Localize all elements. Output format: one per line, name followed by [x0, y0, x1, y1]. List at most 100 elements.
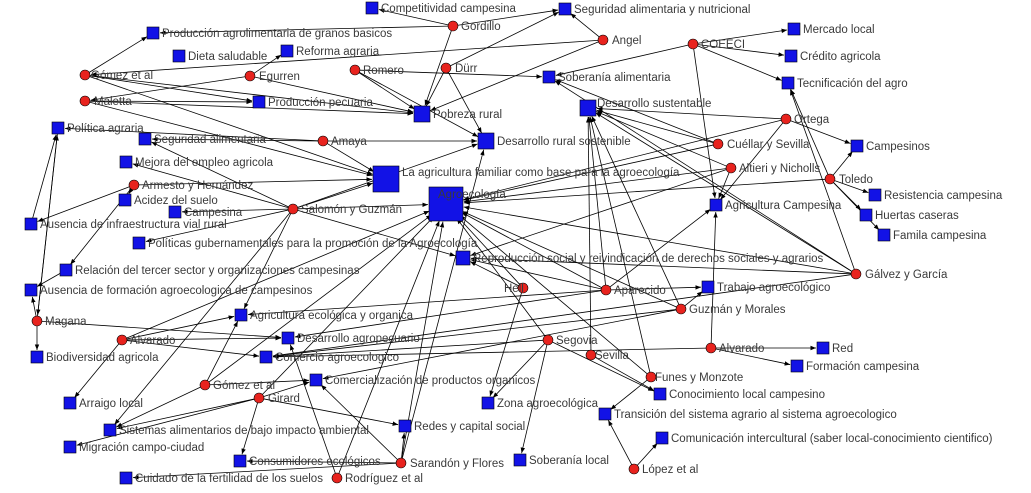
topic-node-biodiversidad[interactable]: [30, 350, 44, 364]
topic-node-tecnificacion[interactable]: [781, 76, 795, 90]
topic-node-mercado[interactable]: [787, 22, 801, 36]
author-node-galvez[interactable]: [850, 268, 862, 280]
topic-node-pobreza[interactable]: [413, 105, 431, 123]
edge-gomez2-to-agricultura_eco: [206, 321, 239, 381]
topic-node-soberania_local[interactable]: [513, 453, 527, 467]
topic-node-reproduccion[interactable]: [455, 250, 471, 266]
author-node-armesto[interactable]: [128, 179, 140, 191]
topic-node-arraigo[interactable]: [63, 396, 77, 410]
topic-node-produccion_granos[interactable]: [146, 26, 160, 40]
author-node-alvarado1[interactable]: [116, 334, 128, 346]
author-node-gomez1[interactable]: [79, 69, 91, 81]
author-node-egurren[interactable]: [244, 70, 256, 82]
topic-node-campesina[interactable]: [168, 205, 182, 219]
author-node-sarandon[interactable]: [395, 457, 407, 469]
author-node-toledo[interactable]: [824, 173, 836, 185]
author-node-cuellar[interactable]: [712, 138, 724, 150]
author-node-girard[interactable]: [253, 392, 265, 404]
topic-node-transicion[interactable]: [598, 407, 612, 421]
author-label-ortega: Ortega: [794, 114, 830, 126]
edge-galvez-to-comercio: [272, 274, 852, 358]
author-node-durr[interactable]: [440, 62, 452, 74]
topic-node-reforma[interactable]: [280, 44, 294, 58]
topic-node-agricultura_camp[interactable]: [709, 198, 723, 212]
topic-node-familia[interactable]: [877, 228, 891, 242]
topic-node-dieta[interactable]: [172, 49, 186, 63]
author-label-gomez1: Gómez et al: [91, 70, 153, 82]
topic-node-agricultura_eco[interactable]: [234, 308, 248, 322]
author-node-hell[interactable]: [517, 282, 529, 294]
edge-aparecido-to-agroecologia: [461, 212, 602, 288]
edge-amaya-to-seguridad_ali: [151, 136, 319, 142]
author-node-angel[interactable]: [597, 34, 609, 46]
topic-label-familia: Famila campesina: [893, 230, 987, 242]
topic-node-redes[interactable]: [398, 419, 412, 433]
edge-armesto-to-acidez: [128, 188, 134, 195]
author-node-altieri[interactable]: [725, 162, 737, 174]
edge-gomez2-to-sistemas: [116, 386, 201, 428]
topic-node-campesinos[interactable]: [850, 139, 864, 153]
topic-node-comercio[interactable]: [259, 350, 273, 364]
author-node-funes[interactable]: [645, 371, 657, 383]
topic-node-seguridad_nut[interactable]: [558, 2, 572, 16]
author-node-lopez[interactable]: [628, 463, 640, 475]
topic-node-trabajo[interactable]: [701, 280, 715, 294]
topic-node-conocimiento[interactable]: [653, 387, 667, 401]
edge-aparecido-to-agricultura_eco: [247, 289, 602, 317]
edge-alvarado1-to-arraigo: [74, 343, 120, 398]
topic-node-desarrollo_sus[interactable]: [579, 99, 597, 117]
topic-node-acidez[interactable]: [118, 193, 132, 207]
topic-node-red[interactable]: [816, 341, 830, 355]
author-node-maletta[interactable]: [79, 95, 91, 107]
topic-node-cuidado[interactable]: [119, 471, 133, 485]
topic-node-produccion_pec[interactable]: [252, 95, 266, 109]
topic-node-mejora_empleo[interactable]: [119, 155, 133, 169]
topic-node-huertas[interactable]: [859, 208, 873, 222]
edge-gordillo-to-seguridad_nut: [457, 8, 559, 26]
author-label-maletta: Maletta: [94, 96, 132, 108]
topic-node-desarrollo_agro[interactable]: [281, 331, 295, 345]
author-node-segovia[interactable]: [542, 334, 554, 346]
author-node-romero[interactable]: [349, 64, 361, 76]
topic-node-consumidores[interactable]: [233, 454, 247, 468]
author-node-ortega[interactable]: [780, 113, 792, 125]
topic-node-comercializacion[interactable]: [309, 373, 323, 387]
author-node-gordillo[interactable]: [447, 20, 459, 32]
author-label-aparecido: Aparecido: [614, 285, 666, 297]
author-node-salomon[interactable]: [287, 203, 299, 215]
topic-node-comunicacion[interactable]: [655, 431, 669, 445]
topic-node-ausencia_infra[interactable]: [24, 217, 38, 231]
topic-node-politicas_gub[interactable]: [132, 236, 146, 250]
edge-girard-to-comercializacion: [263, 381, 310, 397]
author-node-sevilla[interactable]: [585, 349, 597, 361]
topic-node-agricultura_familiar[interactable]: [372, 165, 400, 193]
topic-node-politica[interactable]: [51, 121, 65, 135]
author-node-amaya[interactable]: [317, 135, 329, 147]
topic-node-migracion[interactable]: [63, 440, 77, 454]
topic-label-redes: Redes y capital social: [414, 421, 525, 433]
topic-node-competitividad[interactable]: [365, 1, 379, 15]
nodes-layer: [24, 1, 891, 485]
topic-node-formacion[interactable]: [790, 359, 804, 373]
topic-node-seguridad_ali[interactable]: [138, 132, 152, 146]
author-node-coeeci[interactable]: [687, 38, 699, 50]
topic-node-resistencia[interactable]: [868, 188, 882, 202]
topic-node-sistemas[interactable]: [103, 423, 117, 437]
author-node-magana[interactable]: [31, 315, 43, 327]
topic-node-relacion[interactable]: [59, 263, 73, 277]
topic-node-credito[interactable]: [784, 49, 798, 63]
topic-label-soberania_ali: Soberanía alimentaria: [558, 72, 671, 84]
author-node-alvarado2[interactable]: [705, 342, 717, 354]
topic-node-zona[interactable]: [481, 396, 495, 410]
topic-label-huertas: Huertas caseras: [875, 210, 959, 222]
author-node-aparecido[interactable]: [600, 284, 612, 296]
topic-node-desarrollo_rural[interactable]: [477, 132, 495, 150]
topic-node-agroecologia[interactable]: [428, 186, 464, 222]
topic-node-ausencia_form[interactable]: [24, 283, 38, 297]
author-node-gomez2[interactable]: [199, 379, 211, 391]
author-node-guzman[interactable]: [675, 303, 687, 315]
topic-label-desarrollo_rural: Desarrollo rural sostenible: [497, 136, 631, 148]
author-node-rodriguez[interactable]: [331, 472, 343, 484]
edge-gordillo-to-competitividad: [378, 8, 449, 26]
topic-node-soberania_ali[interactable]: [542, 70, 556, 84]
